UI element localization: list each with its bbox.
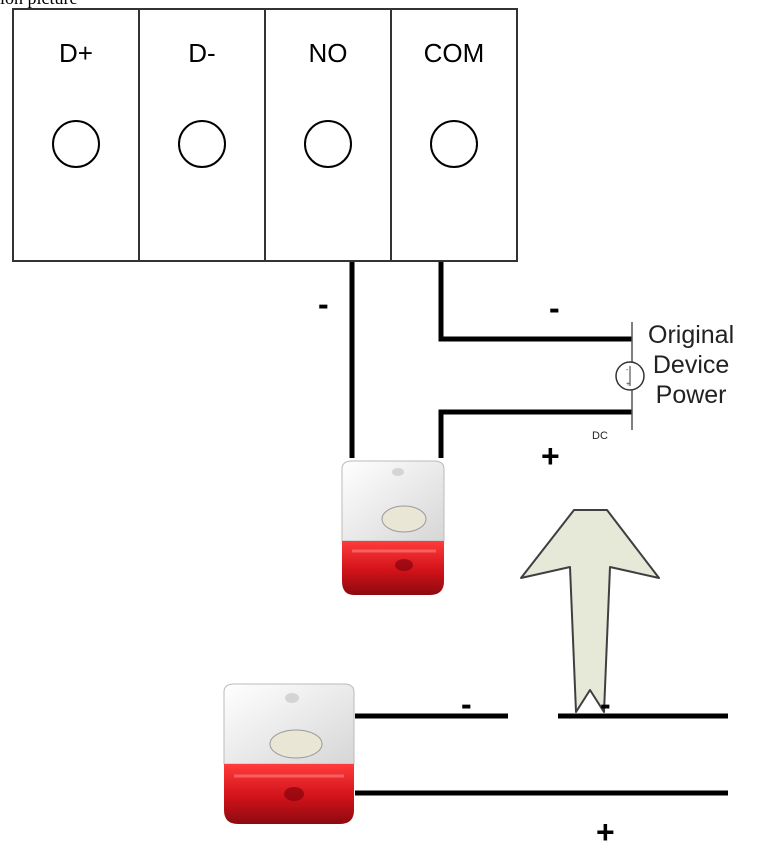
- terminal-label: D-: [188, 38, 216, 68]
- terminal-block: D+ D- NO COM: [12, 8, 518, 262]
- power-label-line1: Original: [648, 321, 735, 349]
- svg-text:-: -: [626, 367, 629, 374]
- no-wire-minus-sign: -: [318, 286, 329, 322]
- terminal-label: COM: [423, 38, 485, 68]
- terminal-screw-hole: [304, 120, 352, 168]
- bottom-right-minus-sign: -: [600, 686, 611, 722]
- power-label-line3: Power: [655, 381, 727, 409]
- wire-siren-to-power-positive: [438, 409, 632, 458]
- power-source-label: Original Device Power: [648, 320, 734, 410]
- terminal-no: NO: [266, 10, 392, 260]
- terminal-label: D+: [59, 38, 93, 68]
- siren-icon: [341, 460, 445, 595]
- terminal-d-plus: D+: [14, 10, 140, 260]
- com-wire-minus-sign: -: [549, 290, 560, 326]
- terminal-screw-hole: [52, 120, 100, 168]
- wire-com-to-power-negative: [438, 262, 632, 342]
- terminal-d-minus: D-: [140, 10, 266, 260]
- terminal-label: NO: [308, 38, 348, 68]
- power-label-line2: Device: [652, 351, 730, 379]
- siren-icon: [223, 683, 355, 824]
- terminal-com: COM: [392, 10, 516, 260]
- terminal-screw-hole: [430, 120, 478, 168]
- terminal-screw-hole: [178, 120, 226, 168]
- upward-arrow-icon: [520, 509, 660, 713]
- dc-power-source-symbol: - +: [615, 322, 645, 430]
- dc-label: DC: [592, 430, 608, 442]
- svg-text:+: +: [626, 381, 630, 388]
- power-plus-sign: +: [541, 438, 560, 474]
- bottom-left-minus-sign: -: [461, 686, 472, 722]
- bottom-plus-sign: +: [596, 814, 615, 850]
- caption: ion picture: [0, 0, 77, 9]
